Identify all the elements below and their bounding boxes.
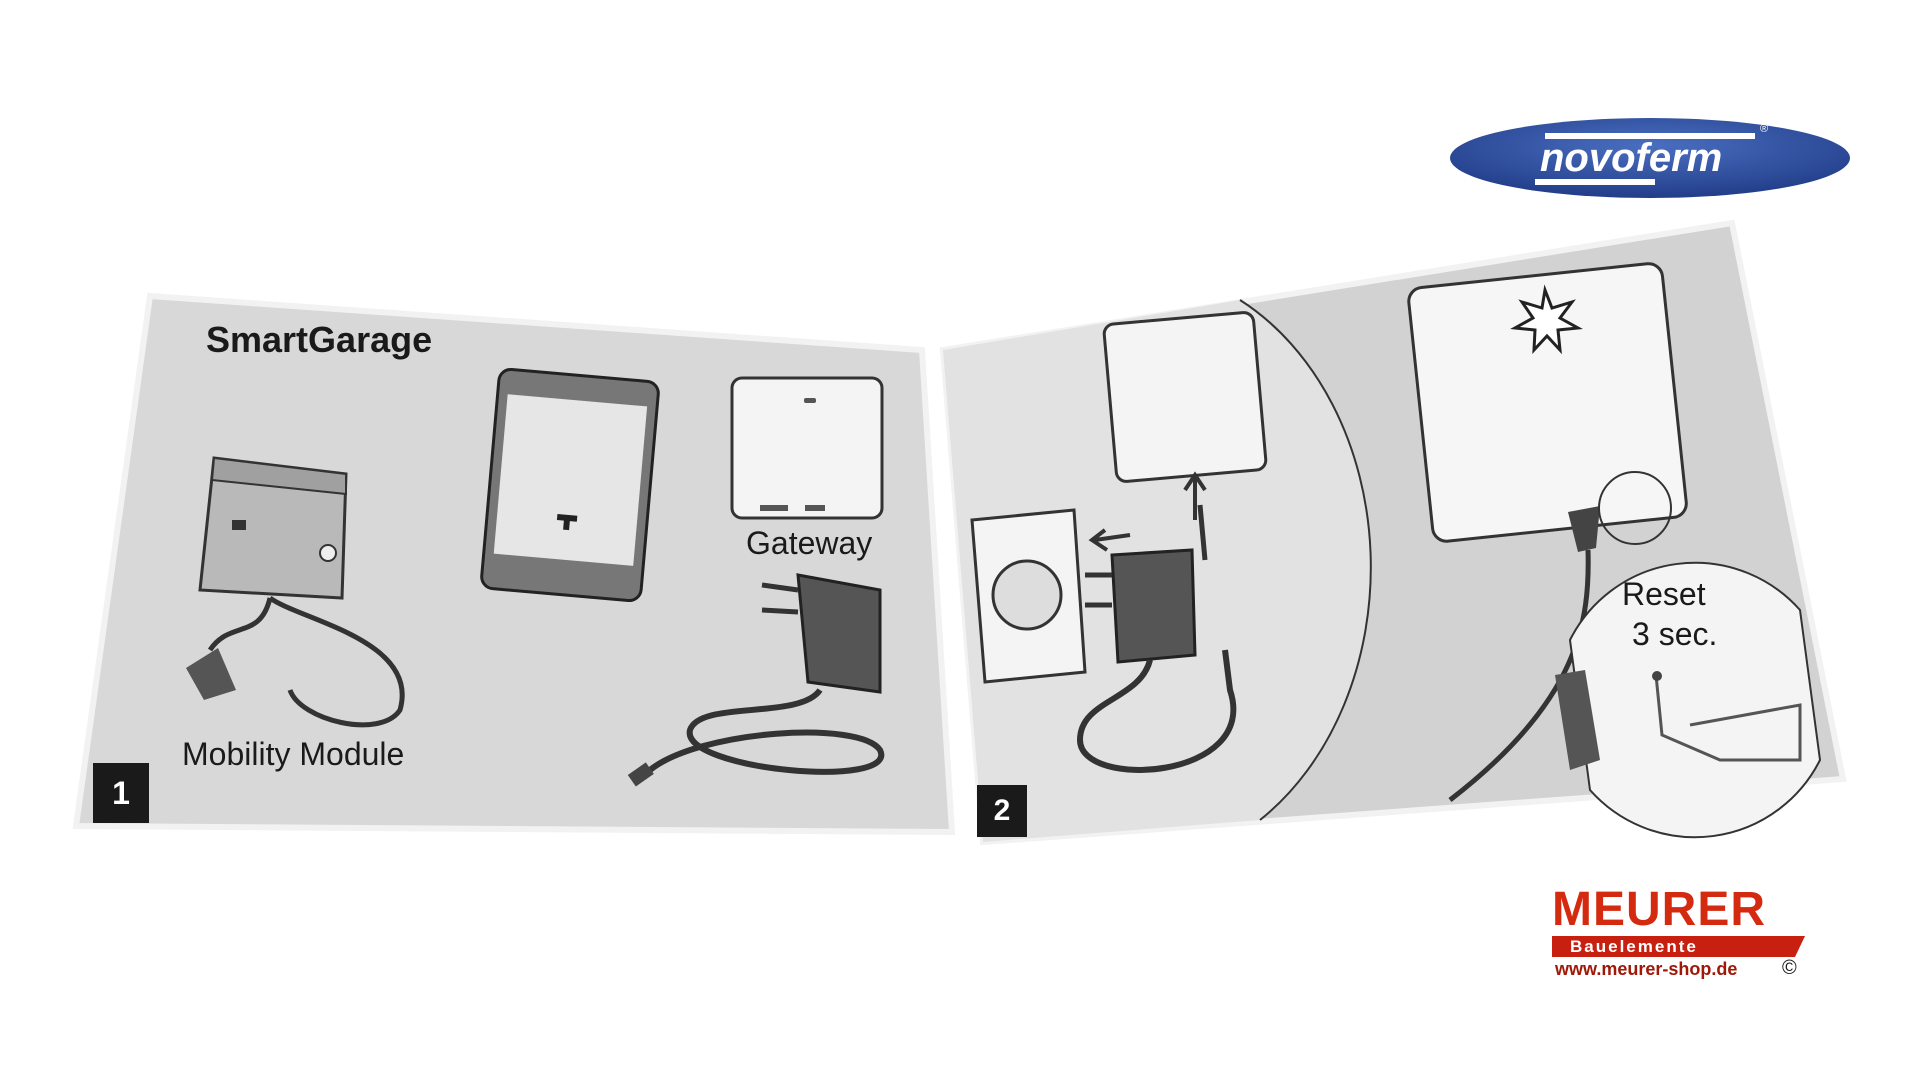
gateway-small-illustration: [1102, 311, 1268, 561]
arrow-up-icon: [1183, 471, 1207, 520]
registered-mark: ®: [1760, 123, 1769, 135]
gateway-label: Gateway: [746, 525, 873, 561]
meurer-url: www.meurer-shop.de: [1555, 959, 1738, 979]
arrow-left-icon: [1088, 528, 1131, 552]
gateway-illustration: [730, 376, 884, 520]
meurer-logo-band: [1552, 936, 1805, 957]
wall-socket-illustration: [970, 508, 1131, 684]
manual-panel-1: [72, 292, 956, 836]
smartphone-illustration: [480, 367, 660, 603]
mobility-module-illustration: [186, 456, 405, 728]
gateway-large-illustration: [1407, 262, 1688, 802]
power-adapter-plug-illustration: [1076, 548, 1237, 773]
meurer-subtitle: Bauelemente: [1570, 937, 1698, 956]
copyright-mark: ©: [1782, 957, 1797, 979]
reset-label: Reset: [1622, 576, 1706, 612]
power-adapter-illustration: [627, 573, 885, 787]
manual-panel-2: [939, 219, 1847, 846]
novoferm-logo-oval: [1450, 118, 1850, 198]
novoferm-wordmark: novoferm: [1540, 136, 1723, 180]
smartgarage-title: SmartGarage: [206, 319, 433, 360]
blink-star-icon: [1510, 284, 1583, 355]
paperclip-icon: [1654, 674, 1802, 762]
reset-duration: 3 sec.: [1632, 616, 1718, 652]
step-1-badge: 1: [93, 763, 149, 823]
mobility-module-label: Mobility Module: [182, 736, 405, 772]
step-2-badge: 2: [977, 785, 1027, 837]
reset-detail-zoom: [1555, 561, 1822, 839]
meurer-wordmark: MEURER: [1552, 883, 1767, 936]
